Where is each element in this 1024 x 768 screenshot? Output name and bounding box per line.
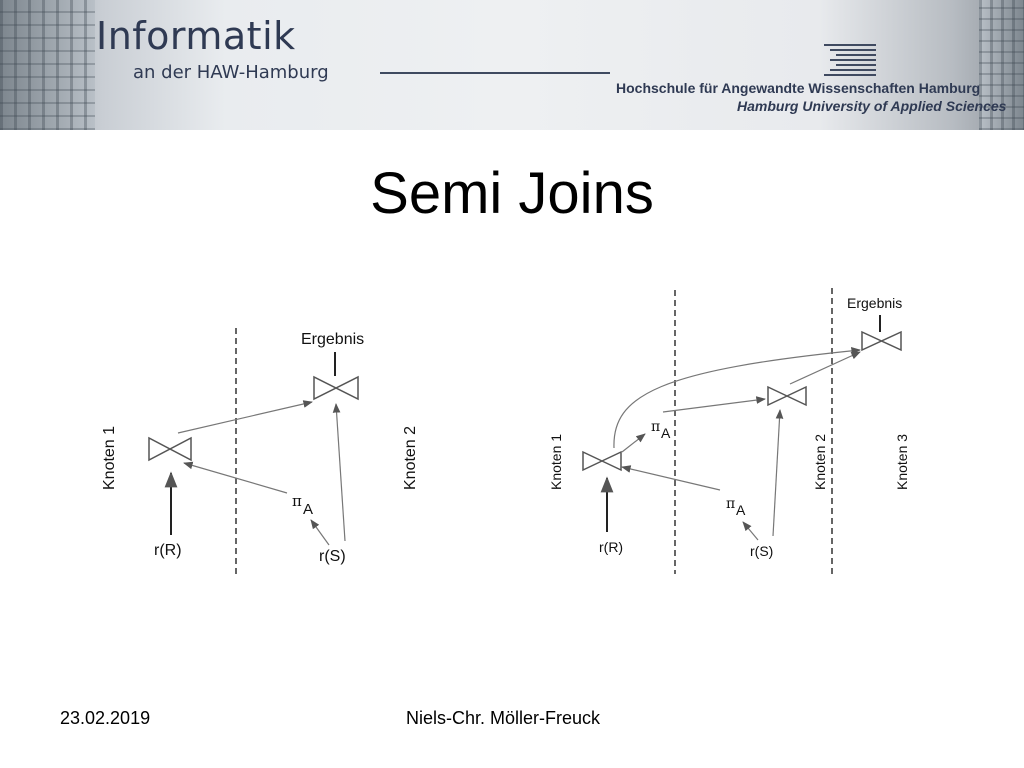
relation-r-label: r(R) [154, 542, 182, 559]
building-photo-left [0, 0, 95, 130]
join-operator-node-1 [582, 450, 622, 472]
join-operator-result [313, 375, 359, 401]
relation-r-label: r(R) [599, 539, 623, 555]
node-2-label: Knoten 2 [402, 426, 419, 490]
projection-attribute-lower: A [736, 502, 746, 518]
right-diagram: Knoten 1 Knoten 2 Knoten 3 Ergebnis r(R)… [548, 288, 910, 574]
node-2-label: Knoten 2 [812, 434, 828, 490]
footer-author: Niels-Chr. Möller-Freuck [406, 708, 601, 728]
arrow-join-to-projection [621, 433, 646, 453]
university-stripes-logo [824, 44, 876, 76]
projection-pi-symbol-lower: π [726, 496, 735, 512]
join-operator-result [861, 330, 902, 352]
header-banner: Informatik an der HAW-Hamburg Hochschule… [0, 0, 1024, 130]
arrow-projection-to-join-1 [621, 465, 721, 491]
relation-s-label: r(S) [319, 548, 346, 565]
result-label: Ergebnis [847, 295, 902, 311]
slide-title: Semi Joins [370, 161, 654, 226]
arrow-join-2-to-result [789, 351, 861, 385]
arrow-rs-to-projection [742, 521, 759, 541]
node-1-label: Knoten 1 [101, 426, 118, 490]
arrow-join-to-result [177, 400, 313, 434]
curved-arrow-join-to-result [613, 347, 861, 449]
arrow-projection-to-join [183, 461, 288, 494]
join-operator-node-1 [148, 436, 192, 462]
projection-pi-symbol-upper: π [651, 419, 660, 435]
university-name-german: Hochschule für Angewandte Wissenschaften… [616, 80, 981, 96]
building-photo-right [979, 0, 1024, 130]
result-label: Ergebnis [301, 331, 364, 348]
node-1-label: Knoten 1 [548, 434, 564, 490]
left-diagram: Knoten 1 Knoten 2 Ergebnis r(R) r(S) π A [101, 328, 419, 578]
relation-s-label: r(S) [750, 543, 773, 559]
arrow-rs-to-join-2 [772, 409, 784, 537]
node-3-label: Knoten 3 [894, 434, 910, 490]
university-name-english: Hamburg University of Applied Sciences [737, 98, 1007, 114]
header-divider [380, 72, 610, 74]
join-operator-node-2 [767, 385, 807, 407]
projection-attribute: A [303, 501, 313, 518]
arrow-projection-to-join-2 [662, 396, 766, 413]
projection-pi-symbol: π [292, 492, 302, 510]
logo-title: Informatik [96, 14, 296, 58]
arrow-rs-to-result [332, 403, 346, 542]
logo-subtitle: an der HAW-Hamburg [133, 62, 329, 83]
projection-attribute-upper: A [661, 425, 671, 441]
arrow-rs-to-projection [310, 519, 330, 546]
footer-date: 23.02.2019 [60, 708, 151, 728]
